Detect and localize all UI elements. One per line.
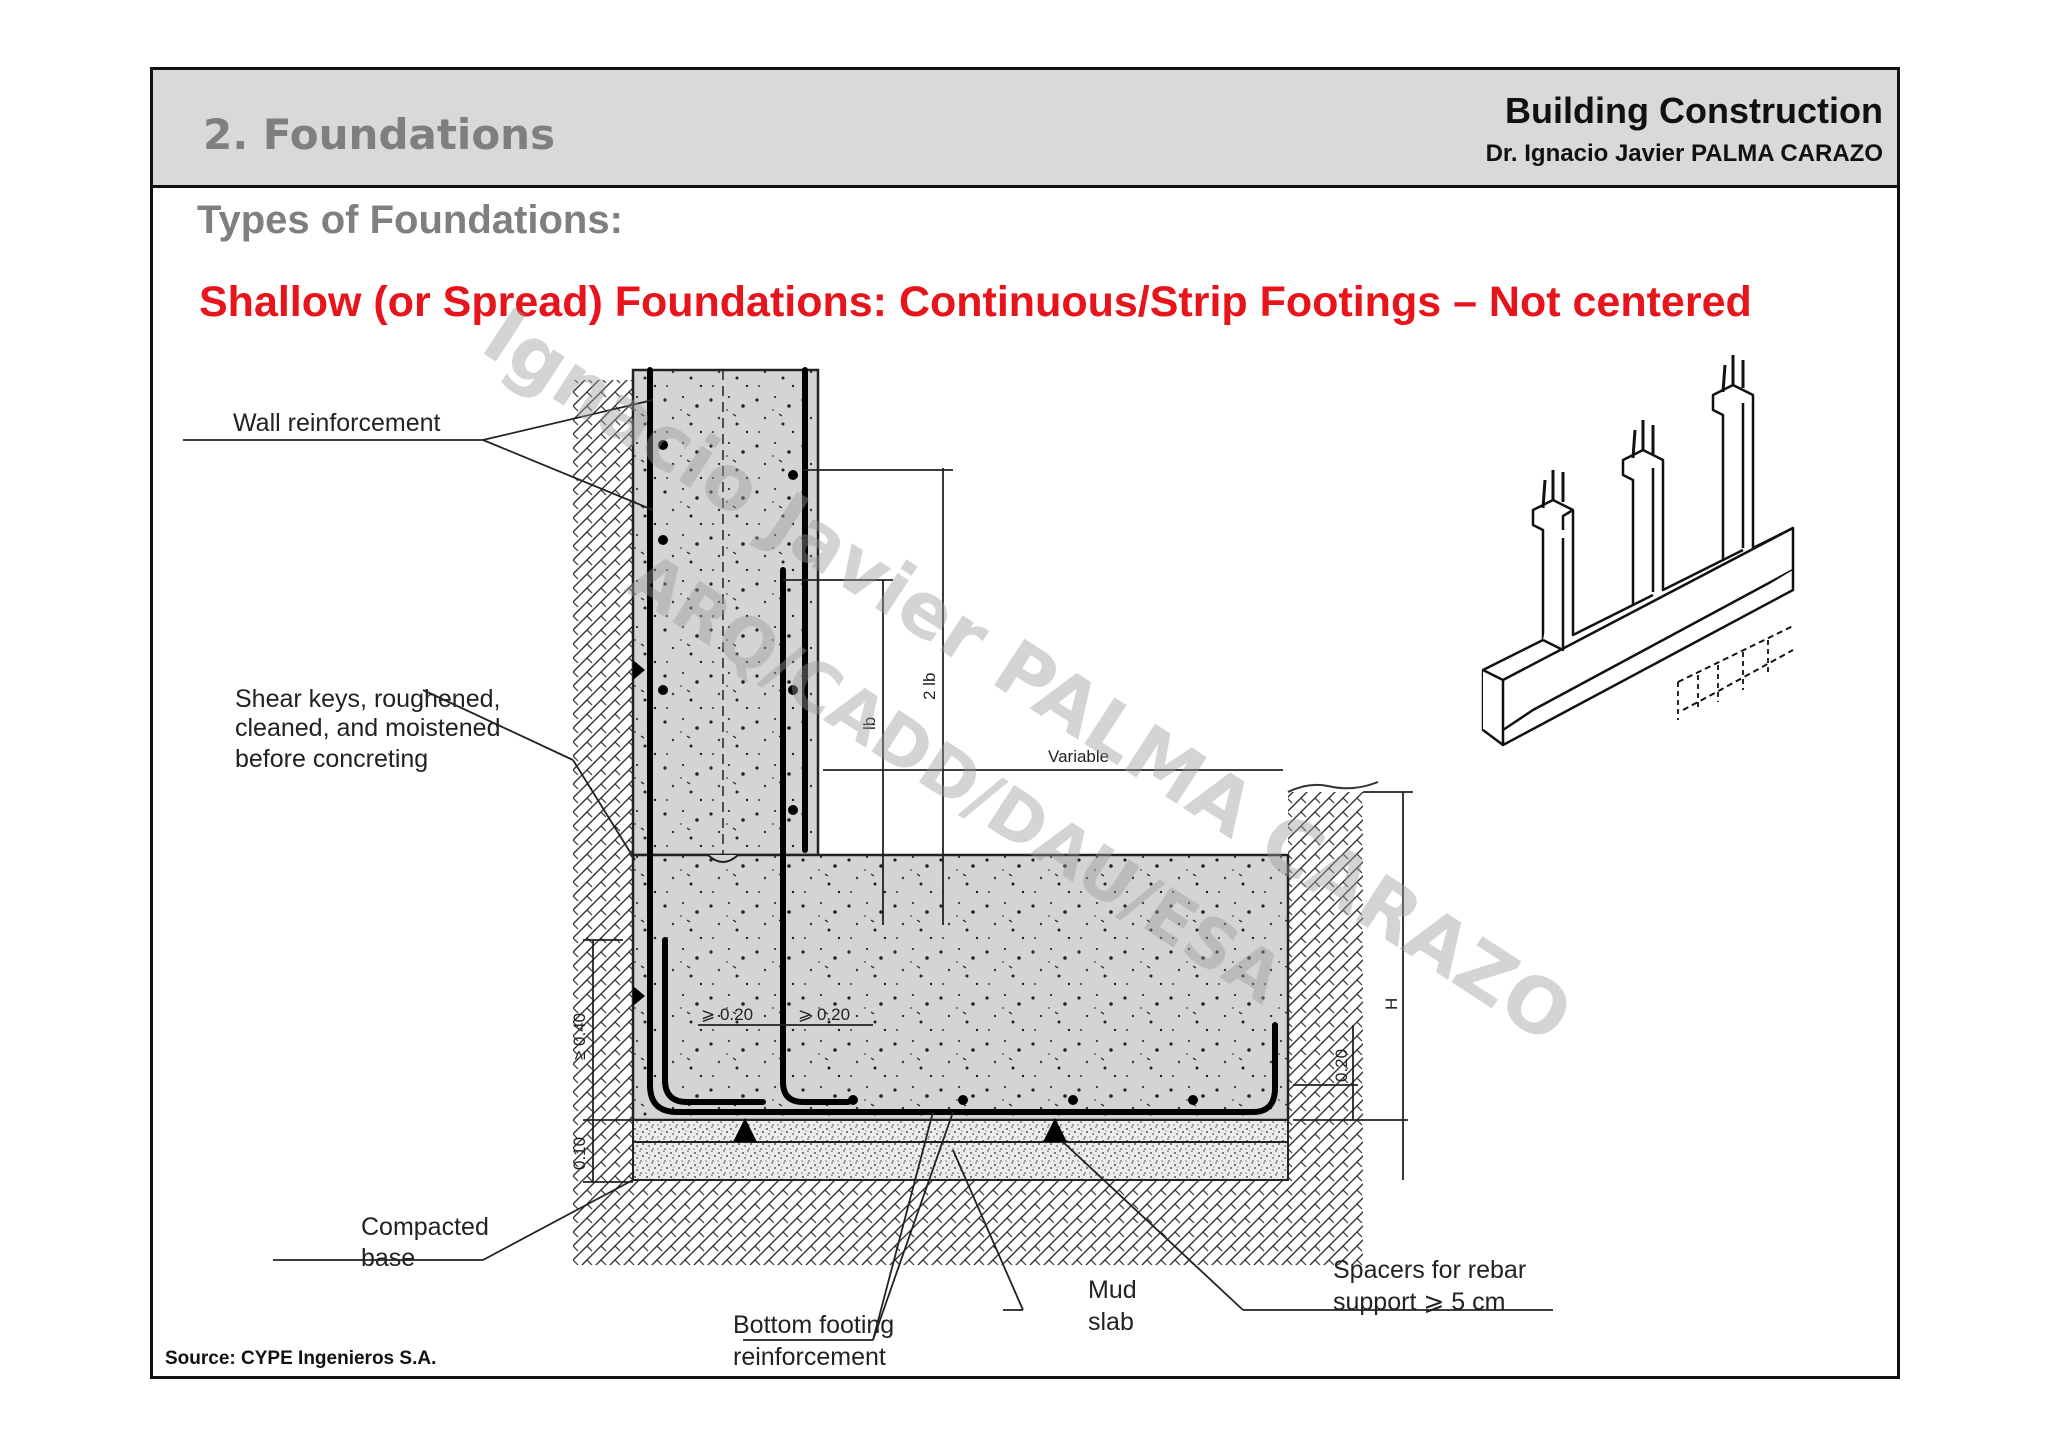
leader-lines bbox=[183, 399, 1553, 1341]
isometric-footing-sketch bbox=[1481, 355, 1795, 747]
label-shear-keys-2: cleaned, and moistened bbox=[235, 714, 500, 742]
author-surname-1: Palma bbox=[1691, 140, 1774, 167]
label-compacted-1: Compacted bbox=[361, 1213, 489, 1241]
author-prefix: Dr. Ignacio Javier bbox=[1485, 140, 1692, 167]
dim-010: 0.10 bbox=[570, 1137, 589, 1170]
dim-min-040: ≥ 0.40 bbox=[570, 1013, 589, 1060]
concrete-wall bbox=[631, 368, 820, 857]
dim-lb: lb bbox=[860, 717, 879, 730]
label-bottom-1: Bottom footing bbox=[733, 1311, 894, 1339]
mud-slab bbox=[632, 1119, 1289, 1143]
footing-diagram: Variable 2 lb lb ≥ 0.40 ⩾ 0.20 ⩾ 0.20 0.… bbox=[183, 290, 1795, 1371]
dimension-lines bbox=[583, 468, 1413, 1183]
label-compacted-2: base bbox=[361, 1244, 415, 1272]
slide-subtitle: Types of Foundations: bbox=[197, 198, 623, 242]
soil-left bbox=[573, 380, 633, 1265]
soil-bottom bbox=[573, 1180, 1363, 1265]
dim-2lb: 2 lb bbox=[920, 673, 939, 700]
rebar-dots bbox=[658, 440, 1198, 1105]
soil-right bbox=[1288, 792, 1363, 1222]
concrete-footing bbox=[631, 853, 1290, 1122]
label-spacers-2: support ⩾ 5 cm bbox=[1333, 1288, 1505, 1316]
rebar-spacers bbox=[733, 1118, 1067, 1142]
label-shear-keys-1: Shear keys, roughened, bbox=[235, 685, 500, 713]
dim-min-020b: ⩾ 0.20 bbox=[798, 1005, 850, 1024]
dim-020: 0.20 bbox=[1332, 1049, 1351, 1082]
slide-frame: 2. Foundations Building Construction Dr.… bbox=[150, 67, 1900, 1379]
course-title: Building Construction bbox=[1505, 90, 1883, 131]
reinforcement-bars bbox=[647, 367, 1278, 1115]
slide-header: 2. Foundations Building Construction Dr.… bbox=[153, 70, 1897, 188]
label-wall-reinforcement: Wall reinforcement bbox=[233, 409, 441, 437]
dim-variable: Variable bbox=[1048, 747, 1109, 766]
compacted-base bbox=[632, 1141, 1289, 1181]
label-shear-keys-3: before concreting bbox=[235, 745, 428, 773]
label-spacers-1: Spacers for rebar bbox=[1333, 1256, 1526, 1284]
slide-heading: Shallow (or Spread) Foundations: Continu… bbox=[199, 278, 1752, 326]
author-name: Dr. Ignacio Javier Palma Carazo bbox=[1486, 140, 1883, 168]
section-title: 2. Foundations bbox=[203, 110, 556, 159]
label-mud-1: Mud bbox=[1088, 1276, 1137, 1304]
source-credit: Source: CYPE Ingenieros S.A. bbox=[165, 1348, 437, 1369]
author-surname-2: Carazo bbox=[1780, 140, 1883, 167]
label-mud-2: slab bbox=[1088, 1308, 1134, 1336]
dim-min-020a: ⩾ 0.20 bbox=[701, 1005, 753, 1024]
dim-h: H bbox=[1382, 998, 1401, 1010]
label-bottom-2: reinforcement bbox=[733, 1343, 886, 1371]
